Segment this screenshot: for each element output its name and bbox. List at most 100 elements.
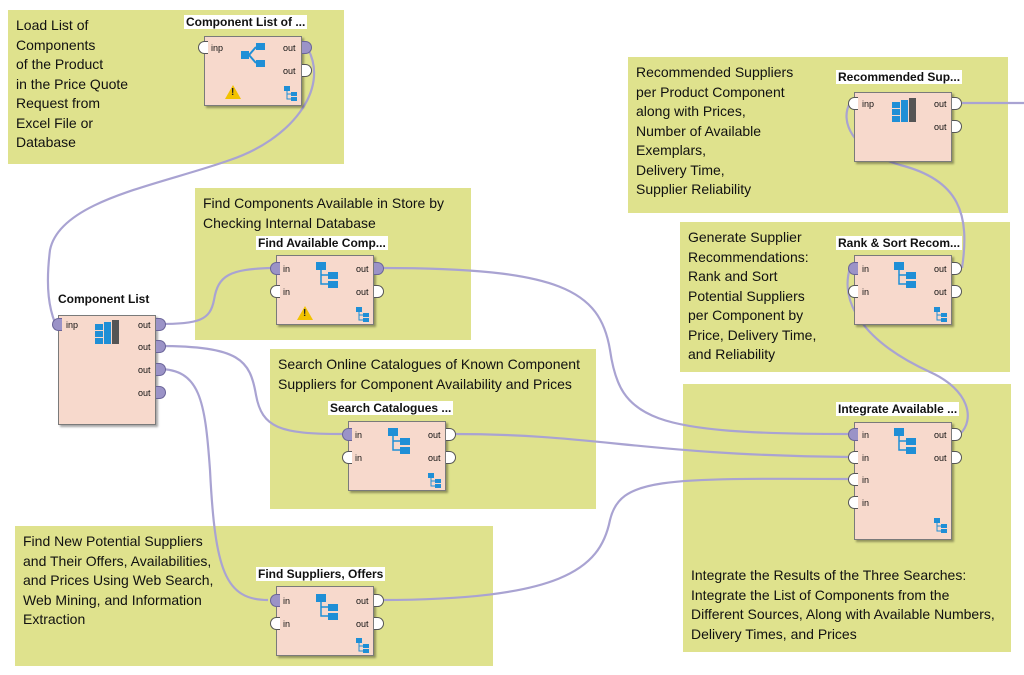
operator-component-list-of[interactable]: Component List of ... inp out out !: [180, 12, 320, 112]
port-label-out: out: [934, 122, 947, 132]
output-port[interactable]: [952, 451, 962, 464]
output-port[interactable]: [374, 262, 384, 275]
output-port[interactable]: [374, 617, 384, 630]
subprocess-icon: [284, 86, 297, 101]
input-port[interactable]: [270, 594, 280, 607]
subprocess-icon: [356, 638, 369, 653]
data-table-icon: [95, 320, 119, 344]
wire-list-to-search: [157, 344, 343, 436]
output-port[interactable]: [952, 262, 962, 275]
output-port[interactable]: [952, 285, 962, 298]
port-label-inp: inp: [66, 320, 79, 330]
note-load-text: Load List of Components of the Product i…: [16, 17, 129, 150]
port-label-out: out: [356, 596, 369, 606]
input-port[interactable]: [270, 285, 280, 298]
port-label-out: out: [138, 365, 151, 375]
port-label-in: in: [355, 430, 363, 440]
port-label-in: in: [862, 430, 870, 440]
subprocess-icon: [894, 262, 916, 288]
port-label-out: out: [934, 430, 947, 440]
note-find-store-text: Find Components Available in Store by Ch…: [203, 195, 444, 231]
operator-integrate[interactable]: Integrate Available ... in in in in out …: [832, 400, 972, 545]
output-port[interactable]: [952, 97, 962, 110]
operator-body[interactable]: [348, 421, 446, 491]
input-port[interactable]: [848, 97, 858, 110]
operator-search-catalogues[interactable]: Search Catalogues ... in in out out: [324, 399, 464, 496]
port-label-out: out: [283, 66, 296, 76]
input-port[interactable]: [848, 451, 858, 464]
output-port[interactable]: [952, 120, 962, 133]
output-port[interactable]: [374, 594, 384, 607]
port-label-in: in: [283, 619, 291, 629]
port-label-out: out: [428, 430, 441, 440]
port-label-out: out: [934, 99, 947, 109]
port-label-in: in: [862, 475, 870, 485]
output-port[interactable]: [374, 285, 384, 298]
subprocess-icon: [316, 262, 338, 288]
input-port[interactable]: [270, 262, 280, 275]
port-label-out: out: [356, 264, 369, 274]
subprocess-icon: [934, 307, 947, 322]
operator-title: Search Catalogues ...: [328, 401, 454, 415]
wire-find-available-to-integrate: [381, 266, 851, 436]
port-label-in: in: [862, 498, 870, 508]
warning-icon: !: [225, 85, 241, 99]
output-port[interactable]: [446, 451, 456, 464]
output-port[interactable]: [446, 428, 456, 441]
port-label-out: out: [934, 264, 947, 274]
input-port[interactable]: [342, 428, 352, 441]
warning-icon: !: [297, 306, 313, 320]
input-port[interactable]: [198, 41, 208, 54]
operator-find-suppliers[interactable]: Find Suppliers, Offers in in out out: [252, 565, 397, 662]
input-port[interactable]: [848, 285, 858, 298]
subprocess-icon: [428, 473, 441, 488]
note-recommended-text: Recommended Suppliers per Product Compon…: [636, 64, 794, 197]
note-find-new-text: Find New Potential Suppliers and Their O…: [23, 533, 214, 627]
operator-title: Recommended Sup...: [836, 70, 963, 84]
port-label-out: out: [138, 342, 151, 352]
subprocess-icon: [894, 428, 916, 454]
port-label-in: in: [283, 264, 291, 274]
wire-rank-to-recommended: [845, 102, 966, 269]
output-port[interactable]: [156, 386, 166, 399]
input-port[interactable]: [848, 473, 858, 486]
output-port[interactable]: [156, 318, 166, 331]
port-label-out: out: [356, 619, 369, 629]
subprocess-icon: [388, 428, 410, 454]
operator-title: Component List of ...: [184, 15, 308, 29]
output-port[interactable]: [302, 41, 312, 54]
input-port[interactable]: [848, 428, 858, 441]
output-port[interactable]: [952, 428, 962, 441]
port-label-out: out: [138, 388, 151, 398]
port-label-out: out: [356, 287, 369, 297]
port-label-in: in: [283, 596, 291, 606]
port-label-inp: inp: [862, 99, 875, 109]
input-port[interactable]: [52, 318, 62, 331]
wire-load-to-list: [46, 48, 316, 324]
port-label-in: in: [283, 287, 291, 297]
note-generate-text: Generate Supplier Recommendations: Rank …: [688, 229, 817, 362]
output-port[interactable]: [156, 340, 166, 353]
note-find-new-suppliers: Find New Potential Suppliers and Their O…: [15, 526, 493, 666]
port-label-out: out: [283, 43, 296, 53]
operator-component-list[interactable]: Component List inp out out out out: [50, 290, 175, 430]
output-port[interactable]: [302, 64, 312, 77]
port-label-in: in: [862, 264, 870, 274]
output-port[interactable]: [156, 363, 166, 376]
wire-list-to-suppliers: [157, 367, 269, 602]
input-port[interactable]: [848, 262, 858, 275]
operator-recommended-suppliers[interactable]: Recommended Sup... inp out out: [832, 68, 972, 168]
input-port[interactable]: [342, 451, 352, 464]
operator-title: Rank & Sort Recom...: [836, 236, 963, 250]
operator-title: Component List: [56, 292, 152, 306]
operator-body[interactable]: [204, 36, 302, 106]
input-port[interactable]: [848, 496, 858, 509]
operator-title: Integrate Available ...: [836, 402, 960, 416]
port-label-in: in: [862, 287, 870, 297]
share-tree-icon: [241, 43, 265, 67]
operator-find-available[interactable]: Find Available Comp... in in out out !: [252, 234, 392, 329]
data-table-icon: [892, 98, 916, 122]
operator-title: Find Suppliers, Offers: [256, 567, 386, 581]
input-port[interactable]: [270, 617, 280, 630]
operator-rank-sort[interactable]: Rank & Sort Recom... in in out out: [832, 234, 972, 331]
